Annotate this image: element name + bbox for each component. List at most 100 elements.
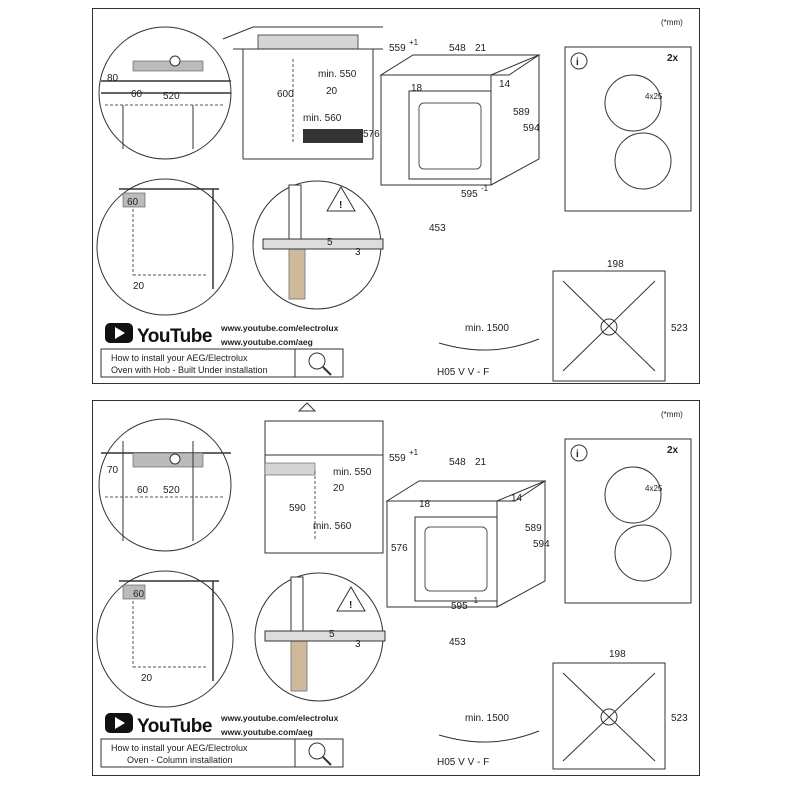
dim-5: 5: [327, 237, 333, 248]
quantity-label: 2x: [667, 445, 679, 456]
svg-text:YouTube: YouTube: [137, 326, 212, 347]
electrical-warning-icon: [169, 55, 181, 67]
dim-520: 520: [163, 485, 180, 496]
dim-600: 600: [277, 89, 294, 100]
dim-548: 548: [449, 457, 466, 468]
youtube-logo: YouTube: [105, 713, 212, 737]
dim-595: 595: [451, 601, 468, 612]
warning-triangle-icon: [326, 186, 356, 212]
dim-559: 559: [389, 43, 406, 54]
dim-14: 14: [511, 493, 523, 504]
dim-20-bottom: 20: [141, 673, 153, 684]
video-title-box: [100, 348, 296, 378]
dim-80: 80: [107, 73, 119, 84]
cable-label: H05 V V - F: [437, 367, 489, 378]
kitchen-cabinet-drawing: 600 min. 550 20 min. 560: [222, 26, 383, 160]
video-title-box: [100, 738, 296, 768]
cable-drawing: min. 1500 H05 V V - F: [437, 713, 540, 768]
svg-text:+1: +1: [409, 38, 419, 47]
warning-triangle-icon: [336, 586, 366, 612]
dim-523: 523: [671, 323, 688, 334]
dim-559: 559: [389, 453, 406, 464]
svg-text:YouTube: YouTube: [137, 716, 212, 737]
dim-589: 589: [525, 523, 542, 534]
dim-60-side: 60: [133, 589, 145, 600]
dim-18: 18: [411, 83, 423, 94]
dim-20: 20: [333, 483, 345, 494]
url-aeg[interactable]: www.youtube.com/aeg: [220, 337, 313, 347]
installation-diagram: (*mm) 70 60 520 590 min. 550 20 min. 560…: [96, 402, 692, 770]
detail-circle-cabinet-top: 80 60 520: [98, 26, 232, 160]
dim-589: 589: [513, 107, 530, 118]
dim-18: 18: [419, 499, 431, 510]
dim-20: 20: [326, 86, 338, 97]
search-icon[interactable]: [308, 742, 332, 766]
dim-min-550: min. 550: [333, 467, 372, 478]
dim-min-550: min. 550: [318, 69, 357, 80]
screw-size: 4x25: [645, 484, 663, 493]
video-title-line-1: How to install your AEG/Electrolux: [111, 353, 248, 363]
oven-rear-view: 198 523: [552, 259, 688, 382]
dim-595: 595: [461, 189, 478, 200]
dim-594: 594: [533, 539, 550, 550]
dim-3: 3: [355, 639, 361, 650]
oven-rear-view: 198 523: [552, 649, 688, 770]
svg-text:!: !: [349, 600, 352, 611]
dim-198: 198: [609, 649, 626, 660]
dim-min-560: min. 560: [313, 521, 352, 532]
arrow-up-icon: [297, 402, 317, 412]
dim-453: 453: [429, 223, 446, 234]
dim-20-bottom: 20: [133, 281, 145, 292]
cable-label: H05 V V - F: [437, 757, 489, 768]
screw-size: 4x25: [645, 92, 663, 101]
info-icon: [570, 444, 588, 462]
url-aeg[interactable]: www.youtube.com/aeg: [220, 727, 313, 737]
svg-text:+1: +1: [409, 448, 419, 457]
svg-text:i: i: [576, 57, 579, 68]
dim-590: 590: [289, 503, 306, 514]
url-electrolux[interactable]: www.youtube.com/electrolux: [220, 323, 339, 333]
svg-text:-1: -1: [471, 596, 479, 605]
dim-min-560: min. 560: [303, 113, 342, 124]
detail-circle-cabinet-side: 60 20: [96, 178, 234, 316]
dim-60: 60: [137, 485, 149, 496]
dim-min-1500: min. 1500: [465, 713, 509, 724]
dim-548: 548: [449, 43, 466, 54]
detail-circle-shelf: ! 5 3: [254, 572, 386, 702]
url-electrolux[interactable]: www.youtube.com/electrolux: [220, 713, 339, 723]
unit-note: (*mm): [661, 18, 683, 27]
quantity-label: 2x: [667, 53, 679, 64]
unit-note: (*mm): [661, 410, 683, 419]
screw-info-box: i 2x 4x25: [564, 438, 692, 604]
dim-594: 594: [523, 123, 540, 134]
video-title-line-1: How to install your AEG/Electrolux: [111, 743, 248, 753]
dim-453: 453: [449, 637, 466, 648]
dim-70: 70: [107, 465, 119, 476]
info-icon: [570, 52, 588, 70]
dim-5: 5: [329, 629, 335, 640]
svg-text:-1: -1: [481, 184, 489, 193]
detail-circle-cabinet-side: 60 20: [96, 570, 234, 708]
oven-dimension-drawing: 559 +1 548 21 18 14 589 594 576 595 -1 4…: [385, 448, 550, 648]
hob: [257, 34, 359, 50]
installation-diagram: (*mm) 80 60 520 600 min. 550 20 min. 560: [96, 18, 692, 382]
dim-523: 523: [671, 713, 688, 724]
video-title-line-2: Oven with Hob - Built Under installation: [111, 365, 268, 375]
dim-60-side: 60: [127, 197, 139, 208]
dim-576: 576: [363, 129, 380, 140]
dim-14: 14: [499, 79, 511, 90]
dim-60: 60: [131, 89, 143, 100]
detail-circle-shelf: ! 5 3: [252, 180, 384, 310]
ventilation-grille: [303, 129, 363, 143]
oven-dimension-drawing: 559 +1 548 21 18 14 589 594 576 595 -1 4…: [363, 38, 541, 234]
installation-panel-built-under: (*mm) 80 60 520 600 min. 550 20 min. 560: [92, 8, 700, 384]
dim-21: 21: [475, 43, 487, 54]
video-title-line-2: Oven - Column installation: [127, 755, 233, 765]
dim-520: 520: [163, 91, 180, 102]
electrical-warning-icon: [169, 453, 181, 465]
dim-min-1500: min. 1500: [465, 323, 509, 334]
svg-text:i: i: [576, 449, 579, 460]
detail-circle-cabinet-top: 70 60 520: [98, 418, 232, 552]
search-icon[interactable]: [308, 352, 332, 376]
dim-576: 576: [391, 543, 408, 554]
